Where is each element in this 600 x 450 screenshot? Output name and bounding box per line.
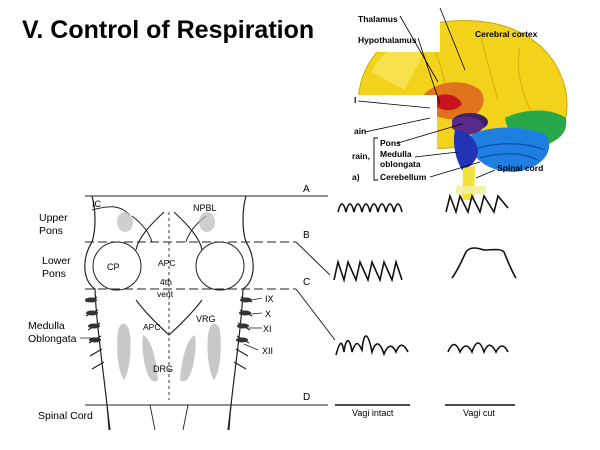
section-letter-b: B [303,230,310,241]
spinal-cord-right-edge [228,404,232,431]
left-rootlet-blobs [85,297,101,343]
label-vagi-cut: Vagi cut [463,408,495,418]
section-letter-d: D [303,392,310,403]
left-drg-column [142,335,158,382]
right-pons-bulge [195,241,245,291]
right-rootlet-blobs [236,297,252,343]
leader-xii [243,343,259,351]
trace-b-intact [333,259,403,283]
label-cp: CP [107,262,120,272]
label-vent: vent [157,289,174,299]
label-xi: XI [263,324,272,334]
label-ix: IX [265,294,274,304]
label-medulla-line2: Oblongata [28,333,77,345]
label-spinal-cord: Spinal Cord [38,410,93,423]
label-apc2: APC [143,322,160,332]
trace-c-cut [447,342,509,355]
trace-a-cut [445,193,509,215]
npbl-nucleus [199,212,215,232]
trace-a-cut-top-fade [456,186,486,194]
label-upper-pons-line1: Upper [39,212,68,224]
label-apc: APC [158,258,175,268]
right-drg-column [180,335,196,382]
label-lower-pons: Lower Pons [42,255,71,281]
leader-x [250,312,263,315]
label-medulla-line1: Medulla [28,320,65,332]
brainstem-outline-right [227,195,254,431]
section-letter-c: C [303,277,310,288]
label-upper-pons-line2: Pons [39,225,63,237]
label-4th: 4th [160,277,172,287]
label-npbl: NPBL [193,203,217,213]
trace-a-intact [337,203,403,213]
connector-c [295,288,336,341]
trace-c-intact [335,335,409,357]
label-medulla-oblongata: Medulla Oblongata [28,320,76,346]
label-lower-pons-line2: Pons [42,268,66,280]
label-vagi-intact: Vagi intact [352,408,394,418]
connector-b [295,241,331,276]
slide-title: V. Control of Respiration [22,16,315,44]
label-spinal-cord-text: Spinal Cord [38,410,93,422]
label-upper-pons: Upper Pons [39,212,68,238]
left-upper-pons-nucleus [117,212,133,232]
label-vrg: VRG [196,314,216,324]
label-lower-pons-line1: Lower [42,255,71,267]
label-ic: IC [92,199,102,209]
label-drg: DRG [153,364,173,374]
left-pons-bulge [92,241,142,291]
spinal-cord-left-edge [106,404,110,431]
label-xii: XII [262,346,273,356]
label-x: X [265,309,271,319]
spinal-cord-grey-matter [149,404,189,431]
trace-b-cut [451,247,517,279]
brainstem-outline-left [84,195,111,431]
left-medulla-column [117,323,131,380]
leader-ix [251,297,263,301]
vrg-column [207,323,221,380]
section-letter-a: A [303,184,310,195]
